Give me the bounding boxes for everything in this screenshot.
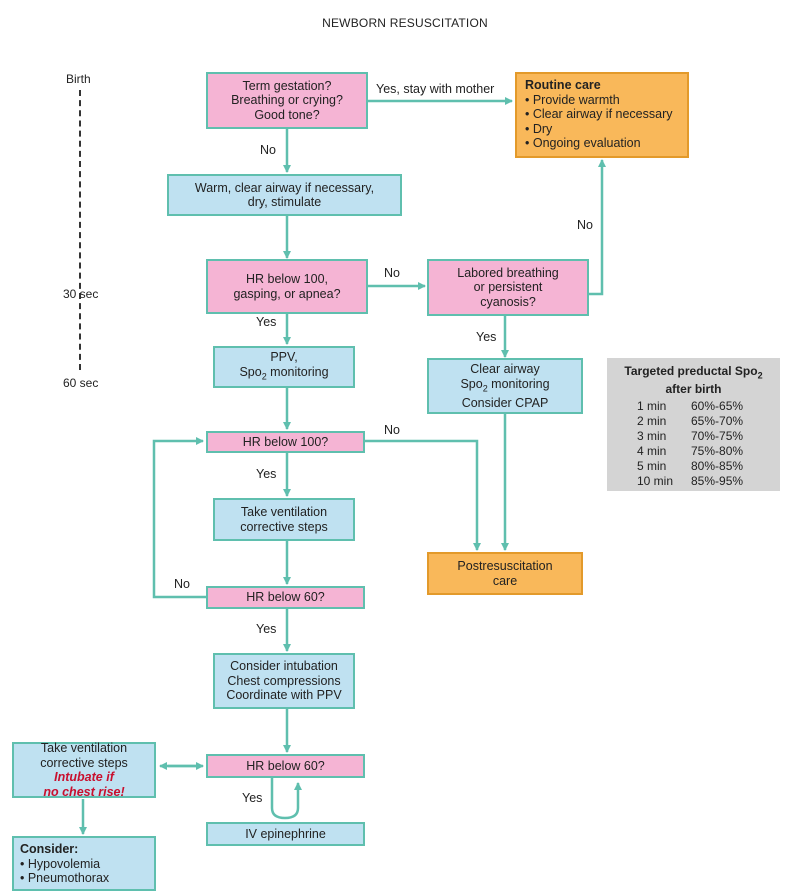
post-line-1: Postresuscitation [457, 559, 553, 573]
consider-causes-box: Consider: • Hypovolemia • Pneumothorax [12, 836, 156, 891]
warm-line-1: Warm, clear airway if necessary, [194, 180, 375, 195]
label-no: No [260, 143, 276, 157]
hr-below-60-box-2: HR below 60? [206, 754, 365, 778]
consider-line-3: Coordinate with PPV [226, 688, 342, 703]
take2-line-1: Take ventilation [40, 741, 128, 755]
labored-line-3: cyanosis? [480, 294, 536, 309]
hr100a-line-1: HR below 100, [246, 272, 328, 286]
consider-intubation-box: Consider intubation Chest compressions C… [213, 653, 355, 709]
label-yes: Yes [242, 791, 263, 805]
post-line-2: care [492, 573, 518, 588]
label-yes-stay-with-mother: Yes, stay with mother [376, 82, 495, 96]
timeline-birth-label: Birth [66, 72, 91, 86]
warm-stimulate-box: Warm, clear airway if necessary, dry, st… [167, 174, 402, 216]
page-title: NEWBORN RESUSCITATION [322, 16, 488, 30]
term-line-2: Breathing or crying? [231, 93, 343, 108]
clear-line-1: Clear airway [470, 362, 540, 376]
intubate-warning-2: no chest rise! [43, 784, 125, 799]
consider-causes-title: Consider: [20, 842, 79, 856]
label-yes: Yes [256, 622, 277, 636]
consider-line-2: Chest compressions [227, 673, 341, 688]
take2-line-2: corrective steps [40, 755, 128, 770]
cause-item: • Hypovolemia [20, 856, 101, 871]
term-gestation-box: Term gestation? Breathing or crying? Goo… [206, 72, 368, 129]
postresuscitation-care-box: Postresuscitation care [427, 552, 583, 595]
spo2-table-title: Targeted preductal Spo2 after birth [624, 364, 763, 397]
timeline-dashed-line [79, 90, 81, 370]
labored-line-1: Labored breathing [457, 265, 559, 280]
consider-line-1: Consider intubation [230, 659, 338, 674]
label-yes: Yes [256, 315, 277, 329]
label-no: No [384, 266, 400, 280]
routine-item: • Dry [525, 121, 553, 136]
labored-breathing-box: Labored breathing or persistent cyanosis… [427, 259, 589, 316]
hr100a-line-2: gasping, or apnea? [233, 286, 341, 301]
warm-line-2: dry, stimulate [247, 195, 322, 209]
take1-line-2: corrective steps [240, 519, 328, 534]
term-line-3: Good tone? [254, 107, 320, 122]
ppv-line-1: PPV, [270, 350, 298, 365]
labored-line-2: or persistent [473, 280, 543, 295]
routine-item: • Clear airway if necessary [525, 107, 673, 121]
ppv-box: PPV, Spo2 monitoring [213, 346, 355, 388]
timeline-30sec-label: 30 sec [63, 287, 99, 301]
hr-below-60-box-1: HR below 60? [206, 586, 365, 609]
routine-item: • Provide warmth [525, 92, 620, 107]
label-yes: Yes [476, 330, 497, 344]
take-ventilation-box-2: Take ventilation corrective steps Intuba… [12, 741, 156, 799]
clear-line-2: Spo2 monitoring [460, 376, 550, 394]
iv-epinephrine-box: IV epinephrine [206, 822, 365, 846]
routine-item: • Ongoing evaluation [525, 136, 641, 150]
term-line-1: Term gestation? [242, 78, 332, 93]
hr-below-100-box: HR below 100? [206, 431, 365, 453]
label-yes: Yes [256, 467, 277, 481]
take1-line-1: Take ventilation [240, 505, 328, 519]
routine-care-box: Routine care • Provide warmth • Clear ai… [515, 72, 689, 158]
intubate-warning-1: Intubate if [54, 770, 114, 784]
label-no: No [384, 423, 400, 437]
spo2-target-table: Targeted preductal Spo2 after birth 1 mi… [607, 358, 780, 491]
routine-care-title: Routine care [525, 78, 601, 92]
clear-line-3: Consider CPAP [461, 395, 549, 410]
ppv-line-2: Spo2 monitoring [239, 364, 329, 382]
cause-item: • Pneumothorax [20, 871, 110, 885]
label-no: No [577, 218, 593, 232]
hr-below-100-apnea-box: HR below 100, gasping, or apnea? [206, 259, 368, 314]
take-ventilation-box-1: Take ventilation corrective steps [213, 498, 355, 541]
clear-airway-box: Clear airway Spo2 monitoring Consider CP… [427, 358, 583, 414]
timeline-60sec-label: 60 sec [63, 376, 99, 390]
label-no: No [174, 577, 190, 591]
